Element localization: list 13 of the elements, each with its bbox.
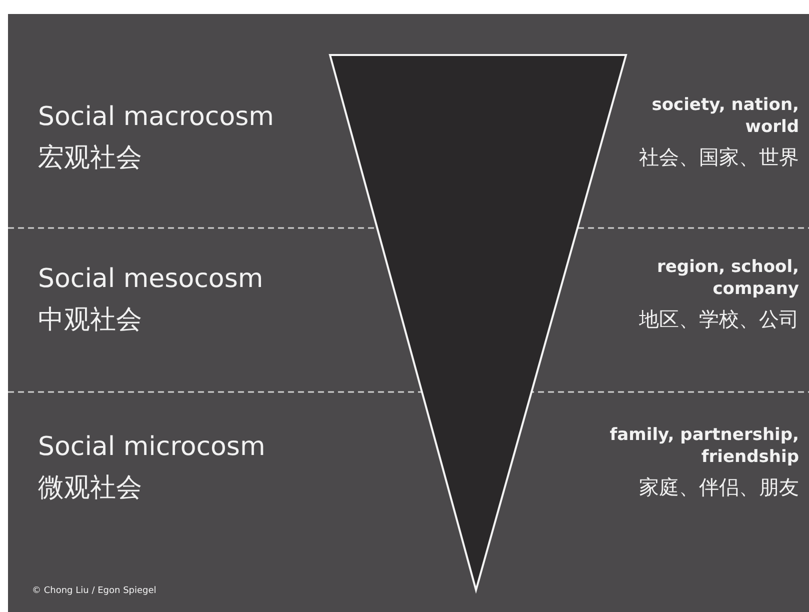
examples-text: family, partnership, friendship (608, 424, 799, 468)
examples-text-chinese: 社会、国家、世界 (639, 144, 799, 171)
level-title-chinese: 中观社会 (38, 304, 142, 337)
examples-text-chinese: 地区、学校、公司 (639, 306, 799, 333)
examples-text: region, school, company (656, 256, 799, 300)
examples-text-chinese: 家庭、伴侣、朋友 (639, 474, 799, 501)
level-title: Social macrocosm (38, 102, 274, 132)
level-title: Social mesocosm (38, 264, 264, 294)
level-title-chinese: 宏观社会 (38, 142, 142, 175)
examples-text: society, nation, world (650, 94, 799, 138)
level-title: Social microcosm (38, 432, 266, 462)
credit-text: © Chong Liu / Egon Spiegel (32, 586, 156, 596)
level-title-chinese: 微观社会 (38, 472, 142, 505)
